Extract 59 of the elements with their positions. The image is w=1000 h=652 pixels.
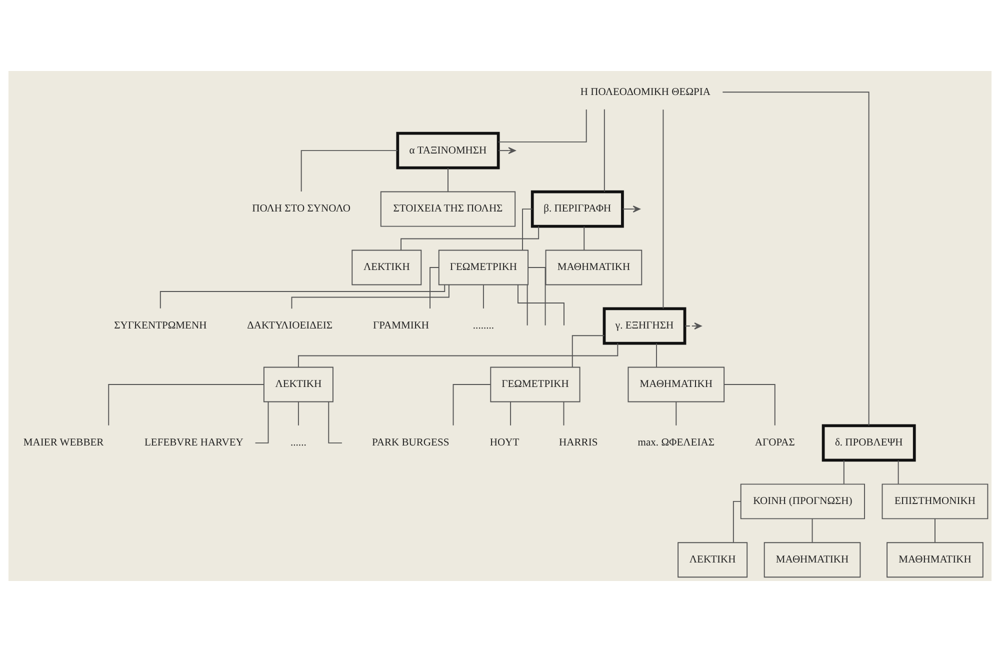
node-text: ...... [290, 438, 306, 449]
connector [656, 343, 657, 368]
connector [298, 402, 299, 426]
node-box: ΛΕΚΤΙΚΗ [352, 250, 422, 286]
node-box: ΓΕΩΜΕΤΡΙΚΗ [438, 250, 529, 286]
node-box: ΓΕΩΜΕΤΡΙΚΗ [490, 366, 580, 402]
connector [584, 226, 585, 250]
node-box: ΣΤΟΙΧΕΙΑ ΤΗΣ ΠΟΛΗΣ [380, 191, 516, 227]
node-text: ΠΟΛΗ ΣΤΟ ΣΥΝΟΛΟ [252, 204, 351, 215]
node-text: LEFEBVRE HARVEY [144, 438, 244, 449]
connector [291, 284, 450, 310]
connector [482, 284, 484, 309]
node-text: max. ΩΦΕΛΕΙΑΣ [638, 438, 714, 449]
connector [300, 150, 398, 192]
connector [843, 460, 844, 484]
connector [662, 109, 664, 310]
node-box: δ. ΠΡΟΒΛΕΨΗ [822, 424, 916, 462]
node-text: ........ [472, 320, 494, 332]
connector [160, 284, 446, 309]
connector [898, 460, 899, 484]
connector [498, 109, 587, 142]
node-box: α ΤΑΞΙΝΟΜΗΣΗ [396, 132, 500, 170]
node-box: β. ΠΕΡΙΓΡΑΦΗ [530, 190, 624, 228]
connector [724, 384, 776, 426]
connector [528, 267, 546, 326]
connector [108, 384, 264, 426]
node-text: ΣΥΓΚΕΝΤΡΩΜΕΝΗ [114, 320, 207, 332]
connector [563, 402, 564, 426]
connector [328, 402, 342, 444]
node-text: PARK BURGESS [372, 438, 450, 449]
connector [604, 108, 605, 192]
node-box: ΚΟΙΝΗ (ΠΡΟΓΝΩΣΗ) [740, 484, 865, 520]
node-text: HARRIS [559, 438, 598, 449]
connector [510, 402, 512, 426]
node-text: ΑΓΟΡΑΣ [754, 438, 795, 449]
node-text: Η ΠΟΛΕΟΔΟΜΙΚΗ ΘΕΩΡΙΑ [580, 86, 711, 98]
connector [722, 92, 870, 426]
node-text: HOYT [490, 438, 520, 449]
node-box: ΛΕΚΤΙΚΗ [263, 366, 334, 402]
node-box: ΜΑΘΗΜΑΤΙΚΗ [886, 542, 984, 578]
node-box: γ. ΕΞΗΓΗΣΗ [602, 307, 686, 345]
node-box: ΛΕΚΤΙΚΗ [678, 542, 748, 578]
connector [526, 284, 528, 326]
node-box: ΜΑΘΗΜΑΤΙΚΗ [545, 250, 642, 286]
connector [452, 384, 491, 426]
connector [812, 518, 813, 543]
node-box: ΕΠΙΣΤΗΜΟΝΙΚΗ [882, 484, 988, 520]
connector [518, 284, 564, 326]
connector [676, 402, 677, 426]
connector [732, 500, 742, 543]
node-text: ΓΡΑΜΜΙΚΗ [372, 320, 430, 332]
node-text: ΔΑΚΤΥΛΙΟΕΙΔΕΙΣ [247, 320, 332, 332]
connector [430, 267, 440, 309]
connector [934, 518, 936, 543]
node-box: ΜΑΘΗΜΑΤΙΚΗ [628, 366, 725, 402]
node-text: MAIER WEBBER [23, 438, 104, 449]
connector [572, 335, 605, 368]
node-box: ΜΑΘΗΜΑΤΙΚΗ [764, 542, 861, 578]
connector [522, 208, 533, 250]
